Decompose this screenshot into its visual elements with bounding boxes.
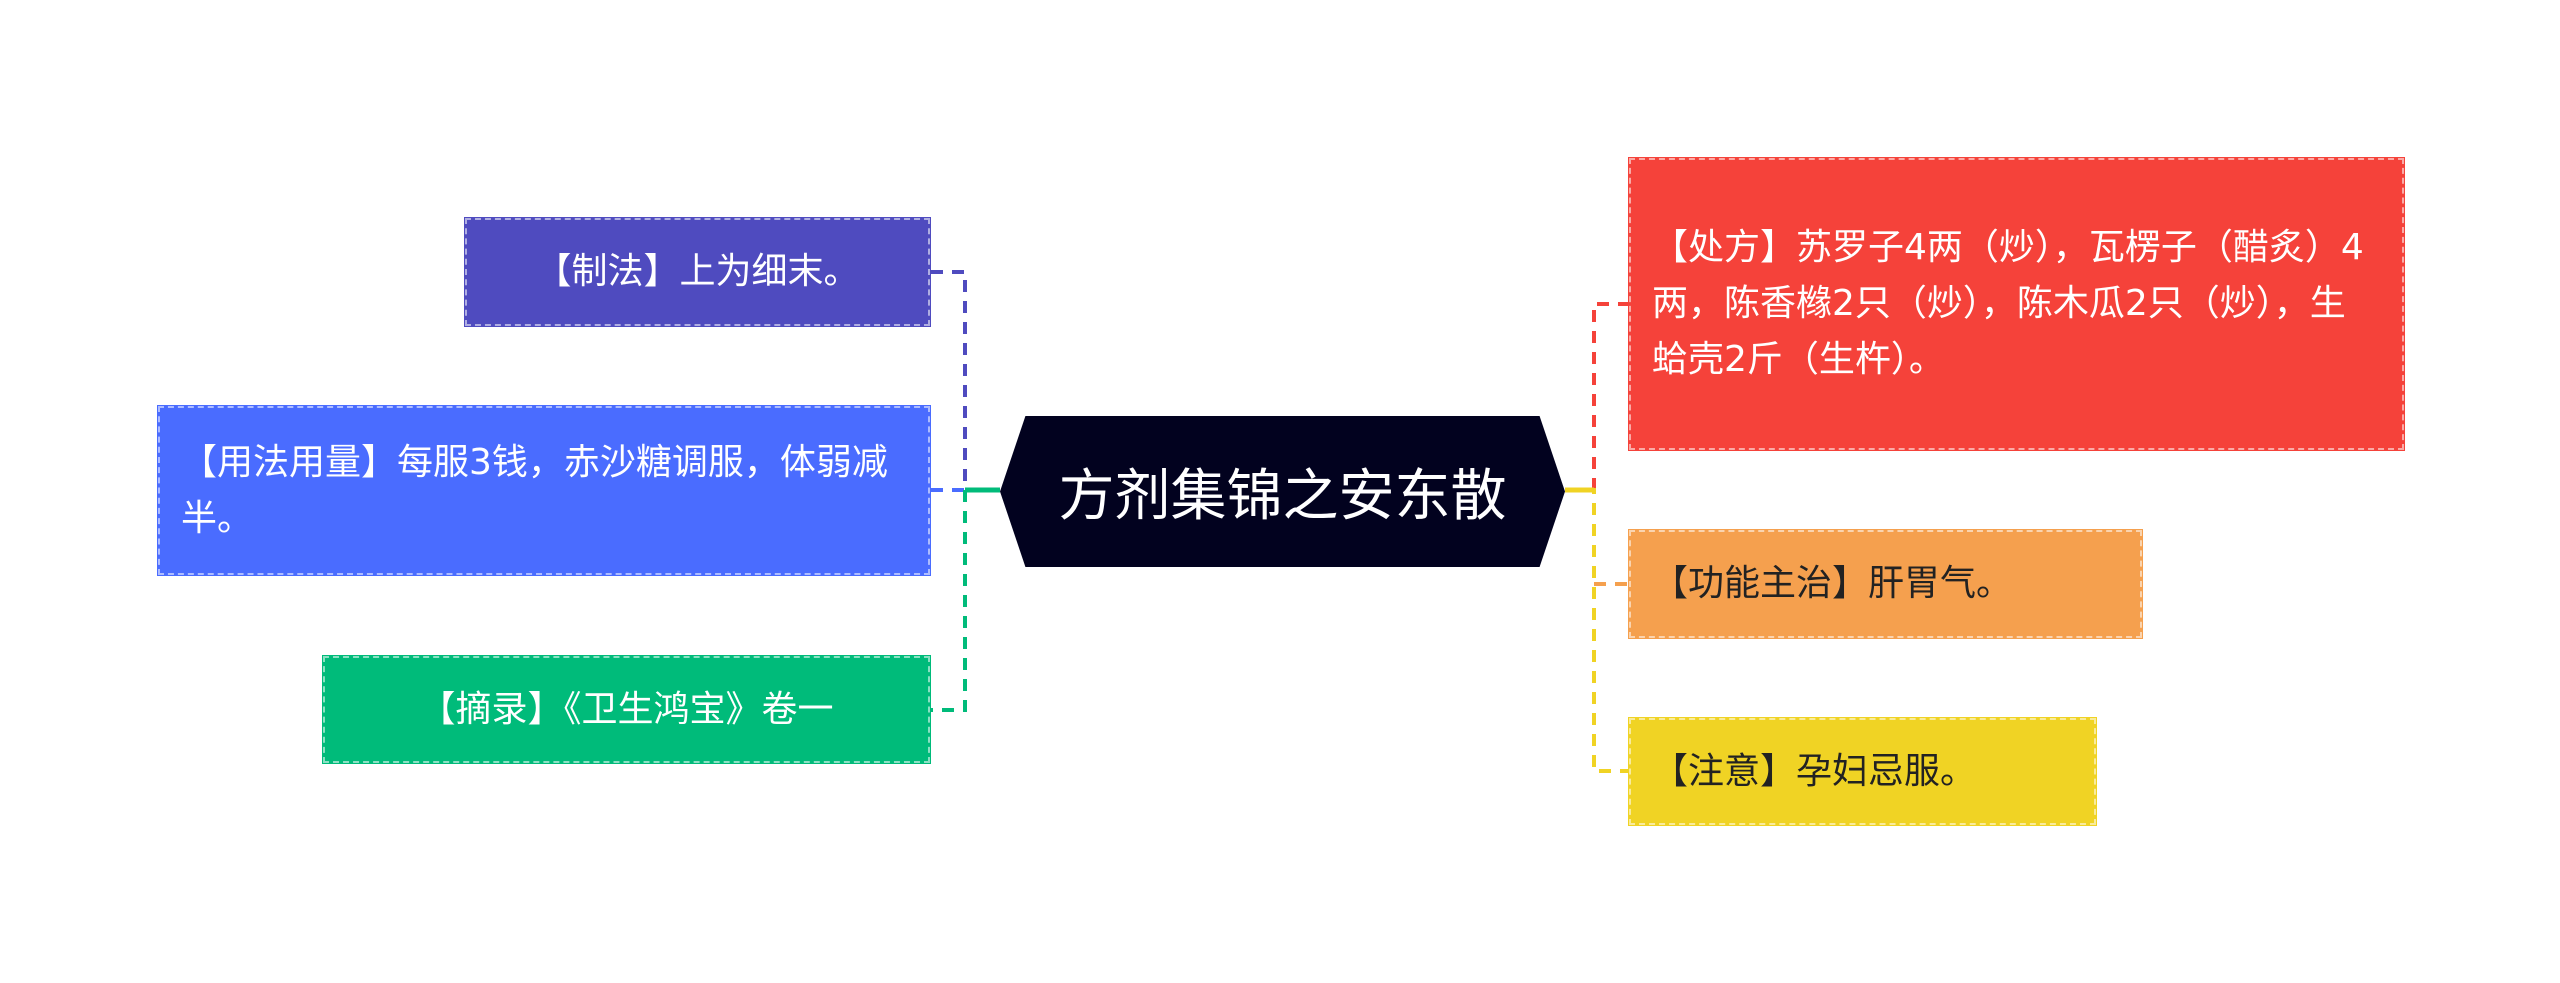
topic-label: 【功能主治】肝胃气。 xyxy=(1652,563,2013,604)
topic-gongneng-zhuzhi[interactable]: 【功能主治】肝胃气。 xyxy=(1628,529,2143,639)
topic-chufang[interactable]: 【处方】苏罗子4两（炒），瓦楞子（醋炙）4两，陈香橼2只（炒），陈木瓜2只（炒）… xyxy=(1628,157,2405,451)
connector-zhuyi xyxy=(1565,488,1628,773)
topic-zhuyi[interactable]: 【注意】孕妇忌服。 xyxy=(1628,717,2097,826)
topic-label: 【摘录】《卫生鸿宝》卷一 xyxy=(419,688,834,730)
connector-zhifa xyxy=(931,270,967,490)
topic-label: 【处方】苏罗子4两（炒），瓦楞子（醋炙）4两，陈香橼2只（炒），陈木瓜2只（炒）… xyxy=(1652,227,2364,380)
topic-zhailu[interactable]: 【摘录】《卫生鸿宝》卷一 xyxy=(322,655,931,764)
topic-label: 【用法用量】每服3钱，赤沙糖调服，体弱减半。 xyxy=(181,441,888,539)
central-topic[interactable]: 方剂集锦之安东散 xyxy=(1000,416,1565,567)
connector-zhailu xyxy=(931,490,967,712)
connector-chufang xyxy=(1592,302,1628,490)
topic-label: 【注意】孕妇忌服。 xyxy=(1652,750,1977,792)
topic-label: 【制法】上为细末。 xyxy=(535,251,860,292)
topic-yongfa-yongliang[interactable]: 【用法用量】每服3钱，赤沙糖调服，体弱减半。 xyxy=(157,405,931,576)
central-topic-label: 方剂集锦之安东散 xyxy=(1058,464,1507,529)
topic-zhifa[interactable]: 【制法】上为细末。 xyxy=(464,217,931,327)
